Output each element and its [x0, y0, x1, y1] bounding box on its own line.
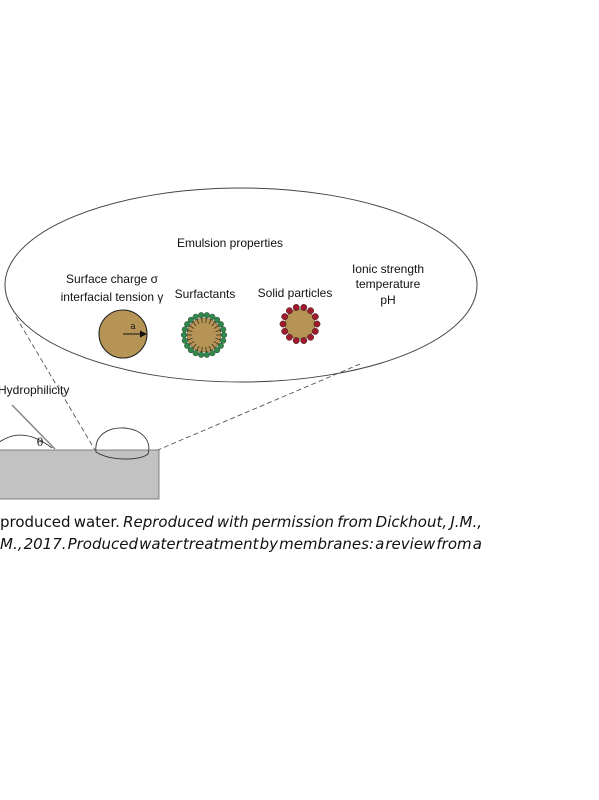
solid-particle — [292, 304, 300, 311]
surfactant-droplet-core — [186, 317, 222, 353]
droplet-on-membrane — [0, 434, 53, 449]
emulsion-properties-title: Emulsion properties — [177, 236, 283, 250]
solid-particle — [300, 337, 308, 344]
solid-particle — [286, 307, 293, 315]
caption-word: by — [259, 535, 278, 553]
zoomed-droplet-outline — [95, 427, 150, 460]
surfactant-head — [217, 321, 224, 328]
radius-arrowhead — [140, 330, 147, 338]
surfactant-stabilized-droplet — [180, 312, 227, 358]
ionic-strength-label: Ionic strength — [352, 262, 424, 276]
surfactant-head — [220, 332, 227, 339]
zoom-line-left — [15, 316, 96, 451]
solid-particle — [279, 320, 287, 328]
surfactant-head — [192, 350, 199, 357]
solid-particle — [300, 304, 308, 311]
temperature-label: temperature — [356, 277, 421, 291]
caption-word: from — [436, 535, 472, 553]
surfactant-head — [180, 332, 187, 339]
contact-angle-label: θ — [37, 436, 44, 449]
solid-particles-label: Solid particles — [258, 286, 333, 300]
surfactant-head — [220, 326, 227, 333]
surfactant-head — [192, 313, 199, 320]
surfactant-head — [203, 312, 210, 319]
caption-word: a — [375, 535, 385, 553]
caption-word: review — [385, 535, 436, 553]
caption-word: J.M., — [450, 513, 482, 531]
caption-word: Produced — [67, 535, 139, 553]
caption-word: Reproduced — [123, 513, 214, 531]
surfactant-head — [198, 312, 205, 319]
surfactant-head — [198, 351, 205, 358]
caption-word: produced — [0, 513, 71, 531]
charge-label-line2: interfacial tension γ — [61, 290, 164, 304]
caption-word: water — [139, 535, 182, 553]
surfactant-head — [209, 313, 216, 320]
surfactant-head — [184, 342, 191, 349]
surfactants-label: Surfactants — [175, 287, 236, 301]
solid-particle — [286, 333, 293, 341]
contact-angle-tangent — [11, 404, 56, 450]
surfactant-head — [187, 316, 194, 323]
caption-word: from — [337, 513, 373, 531]
surfactant-head — [181, 326, 188, 333]
caption-word: permission — [251, 513, 335, 531]
solid-particle — [292, 337, 300, 344]
solid-particle — [313, 320, 321, 328]
surfactant-head — [203, 351, 210, 358]
caption-word: Dickhout, — [375, 513, 448, 531]
emulsion-properties-ellipse — [4, 187, 478, 383]
charge-label-line1: Surface charge σ — [66, 272, 159, 286]
hydrophilicity-label: Hydrophilicity — [0, 383, 69, 397]
zoom-line-right — [145, 363, 361, 456]
emulsion-diagram: θ Hydrophilicity Emulsion properties Sur… — [0, 187, 478, 500]
surfactant-head — [184, 321, 191, 328]
solid-particle — [307, 307, 314, 315]
solid-particle — [281, 313, 289, 321]
caption-word: 2017. — [23, 535, 67, 553]
caption-word: M., — [0, 535, 23, 553]
surfactant-head — [181, 337, 188, 344]
caption-word: treatment — [182, 535, 259, 553]
pickering-droplet — [279, 304, 321, 344]
ph-label: pH — [380, 293, 395, 307]
caption-word: with — [216, 513, 249, 531]
surfactant-head — [214, 316, 221, 323]
radius-label: a — [130, 322, 136, 332]
surfactant-head — [220, 337, 227, 344]
solid-particle — [311, 327, 319, 335]
surfactant-head — [209, 350, 216, 357]
caption-word: a — [472, 535, 482, 553]
solid-particle — [281, 327, 289, 335]
surfactant-head — [214, 347, 221, 354]
caption-word: membranes: — [279, 535, 375, 553]
surfactant-head — [187, 347, 194, 354]
membrane-surface — [0, 449, 160, 500]
solid-particle — [311, 313, 319, 321]
solid-particle — [307, 333, 314, 341]
caption-word: water. — [73, 513, 120, 531]
surfactant-head — [217, 342, 224, 349]
